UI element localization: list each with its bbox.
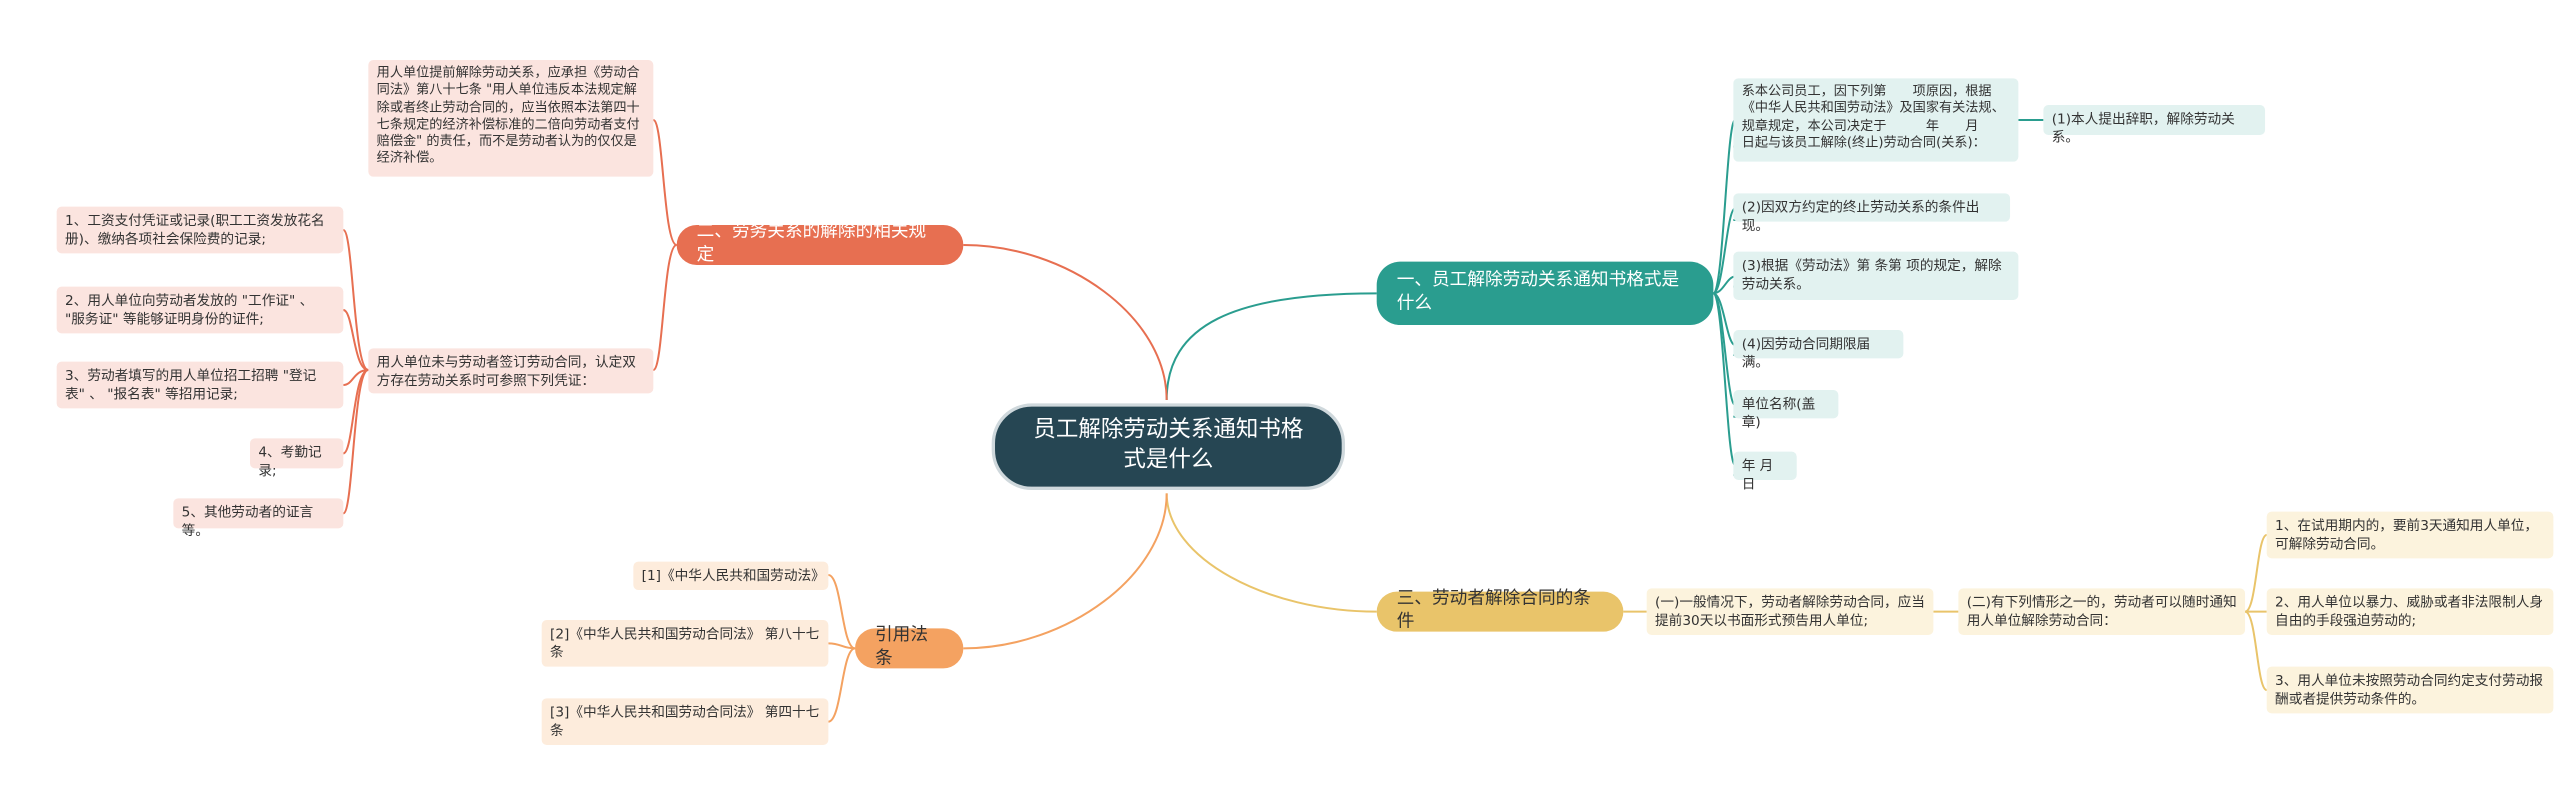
notice-unit-name[interactable]: 单位名称(盖章) — [1733, 390, 1839, 429]
law-ref-1[interactable]: [1]《中华人民共和国劳动法》 — [633, 561, 829, 591]
notice-date[interactable]: 年 月 日 — [1733, 451, 1797, 491]
condition-item-2[interactable]: 2、用人单位以暴力、威胁或者非法限制人身自由的手段强迫劳动的; — [2266, 588, 2554, 636]
root-topic[interactable]: 员工解除劳动关系通知书格式是什么 — [991, 403, 1346, 491]
law-ref-3[interactable]: [3]《中华人民共和国劳动合同法》 第四十七条 — [541, 698, 829, 746]
notice-item-2[interactable]: (2)因双方约定的终止劳动关系的条件出现。 — [1733, 193, 2011, 233]
rules-evidence-intro[interactable]: 用人单位未与劳动者签订劳动合同，认定双方存在劳动关系时可参照下列凭证： — [368, 348, 654, 394]
evidence-item-5[interactable]: 5、其他劳动者的证言等。 — [173, 498, 344, 538]
condition-general[interactable]: (一)一般情况下，劳动者解除劳动合同，应当提前30天以书面形式预告用人单位; — [1646, 588, 1934, 636]
branch-notice-format[interactable]: 一、员工解除劳动关系通知书格式是什么 — [1376, 261, 1714, 326]
notice-item-3[interactable]: (3)根据《劳动法》第 条第 项的规定，解除劳动关系。 — [1733, 251, 2019, 301]
notice-item-4[interactable]: (4)因劳动合同期限届满。 — [1733, 330, 1904, 369]
evidence-item-1[interactable]: 1、工资支付凭证或记录(职工工资发放花名册)、缴纳各项社会保险费的记录; — [56, 206, 344, 254]
condition-item-3[interactable]: 3、用人单位未按照劳动合同约定支付劳动报酬或者提供劳动条件的。 — [2266, 666, 2554, 714]
branch-labor-termination-rules[interactable]: 二、劳务关系的解除的相关规定 — [676, 222, 964, 266]
evidence-item-2[interactable]: 2、用人单位向劳动者发放的 "工作证" 、 "服务证" 等能够证明身份的证件; — [56, 286, 344, 334]
notice-item-resignation[interactable]: (1)本人提出辞职，解除劳动关系。 — [2043, 105, 2266, 144]
condition-immediate[interactable]: (二)有下列情形之一的，劳动者可以随时通知用人单位解除劳动合同： — [1958, 588, 2246, 636]
evidence-item-3[interactable]: 3、劳动者填写的用人单位招工招聘 "登记表" 、 "报名表" 等招用记录; — [56, 361, 344, 409]
evidence-item-4[interactable]: 4、考勤记录; — [250, 438, 344, 478]
rules-compensation-text[interactable]: 用人单位提前解除劳动关系，应承担《劳动合同法》第八十七条 "用人单位违反本法规定… — [368, 60, 654, 177]
branch-cited-laws[interactable]: 引用法条 — [855, 625, 964, 669]
law-ref-2[interactable]: [2]《中华人民共和国劳动合同法》 第八十七条 — [541, 620, 829, 667]
condition-item-1[interactable]: 1、在试用期内的，要前3天通知用人单位，可解除劳动合同。 — [2266, 511, 2554, 559]
notice-body-text[interactable]: 系本公司员工，因下列第 项原因，根据《中华人民共和国劳动法》及国家有关法规、规章… — [1733, 78, 2019, 162]
branch-worker-termination-conditions[interactable]: 三、劳动者解除合同的条件 — [1376, 589, 1624, 632]
